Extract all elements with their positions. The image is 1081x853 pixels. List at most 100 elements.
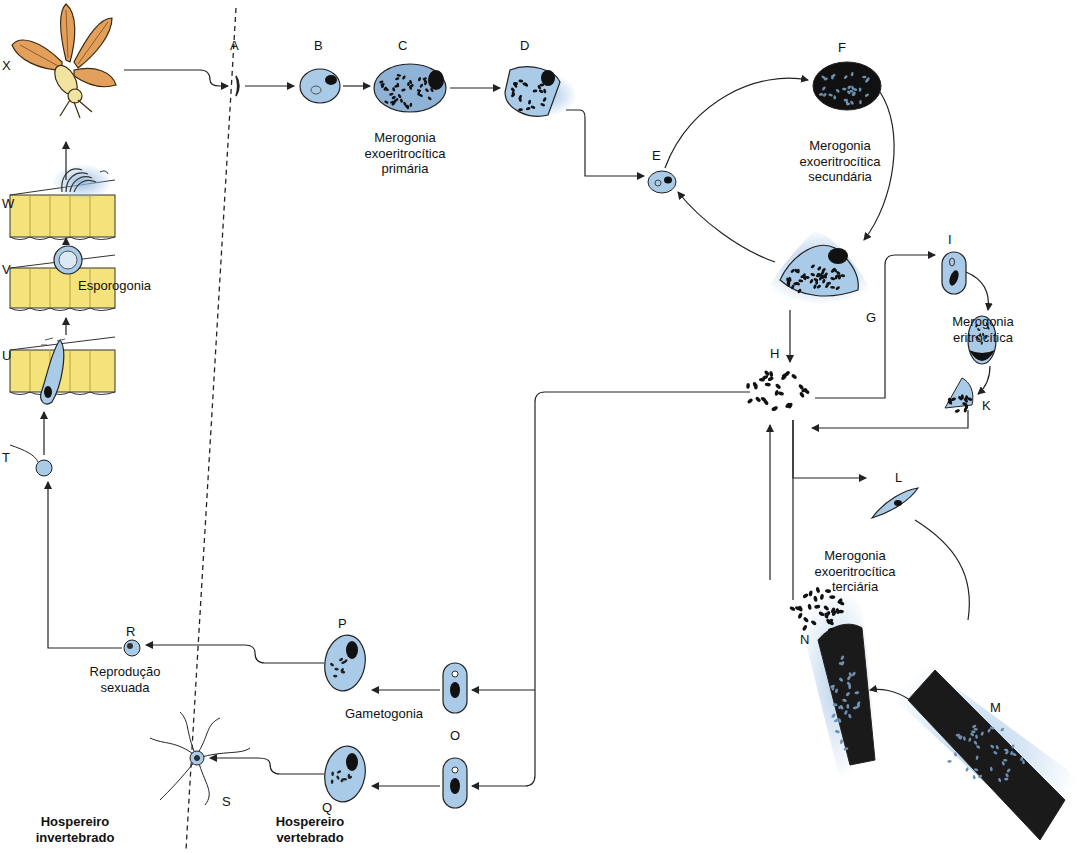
callout-letter: B	[314, 38, 323, 54]
merozoite-dot	[852, 91, 856, 96]
merozoite-dot	[831, 713, 836, 718]
merozoite-dot	[973, 728, 977, 731]
merozoite-dot	[769, 371, 774, 378]
merozoite-dot	[791, 373, 798, 380]
merozoite-dot	[384, 100, 389, 104]
cycle-arrows	[44, 70, 990, 786]
merozoite-dot	[394, 97, 399, 102]
merozoite-dot	[851, 85, 855, 90]
merozoite-dot	[389, 93, 394, 96]
merozoite-dot	[978, 774, 983, 778]
tertiary-meront	[880, 650, 1081, 853]
merozoite-dot	[401, 88, 406, 92]
merozoite-dot	[331, 779, 334, 784]
merozoite-dot	[947, 760, 952, 763]
merozoite-dot	[838, 677, 843, 682]
elongated-merozoite	[872, 488, 918, 518]
nucleus	[894, 500, 902, 506]
callout-letter: W	[2, 196, 14, 212]
merozoite-cell	[648, 171, 676, 193]
merozoite-dot	[341, 661, 346, 665]
stage-name: Merogonia eritrocítica	[928, 314, 1038, 345]
merozoite-dot	[815, 587, 820, 594]
callout-letter: G	[866, 310, 876, 326]
merozoite-dot	[1012, 752, 1017, 756]
merozoite-dot	[830, 607, 836, 614]
merozoite-dot	[962, 402, 968, 407]
host-name: Hospereiro vertebrado	[255, 814, 365, 845]
merozoite-dot	[835, 88, 840, 93]
merozoite-dot	[1005, 773, 1010, 778]
primary-meront	[374, 64, 446, 112]
merozoite-dot	[831, 73, 836, 78]
merozoite-dot	[844, 99, 848, 102]
merozoite-dot	[847, 85, 852, 90]
merozoite-dot	[538, 89, 544, 94]
merozoite-dot	[813, 284, 817, 290]
merozoite-dot	[763, 399, 769, 406]
merozoite-dot	[1000, 727, 1005, 732]
merozoite-dot	[755, 396, 762, 403]
merozoite-dot	[864, 93, 869, 98]
merozoite-dot	[972, 775, 976, 780]
merozoite-dot	[842, 698, 848, 702]
merozoite-dot	[821, 267, 826, 272]
callout-letter: V	[2, 262, 11, 278]
merozoite-dot	[542, 97, 547, 103]
merozoite-dot	[821, 86, 826, 91]
stage-name: Merogonia exoeritrocítica primária	[345, 130, 465, 177]
merozoite-dot	[333, 675, 338, 678]
merozoite-dot	[987, 728, 991, 733]
merozoite-dot	[340, 668, 345, 673]
merozoite-dot	[843, 747, 848, 751]
callout-letter: X	[2, 58, 11, 74]
merozoite-dot	[963, 736, 966, 741]
stage-name: Reprodução sexuada	[80, 664, 170, 695]
merozoite-dot	[798, 279, 803, 283]
bursting-secondary-meront	[760, 230, 880, 305]
merozoite-dot	[788, 276, 792, 281]
merozoite-dot	[993, 750, 998, 755]
merozoite-dot	[419, 83, 424, 88]
callout-letter: O	[450, 728, 460, 744]
merozoite-dot	[845, 691, 850, 696]
merozoite-dot	[837, 718, 841, 723]
merozoite-dot	[830, 684, 835, 688]
merozoite-dot	[400, 98, 404, 103]
merozoite-dot	[850, 100, 855, 105]
merozoite-dot	[772, 405, 779, 411]
oocyst	[54, 246, 82, 274]
merozoite-dot	[964, 395, 968, 401]
merozoite-dot	[418, 93, 423, 97]
merozoite-dot	[957, 395, 963, 401]
merozoite-dot	[862, 76, 866, 79]
callout-letter: Q	[322, 800, 332, 816]
merozoite-dot	[954, 409, 960, 414]
merozoite-dot	[396, 74, 401, 77]
merozoite-dot	[380, 83, 385, 87]
merozoite-dot	[1004, 750, 1009, 755]
merozoite-dot	[789, 606, 796, 612]
merozoite-dot	[968, 737, 972, 742]
merozoite-dot	[409, 84, 414, 89]
merozoite-dot	[833, 703, 838, 706]
callout-letter: T	[2, 450, 10, 466]
merozoite-dot	[853, 706, 858, 710]
merozoite-dot	[747, 398, 754, 404]
callout-letter: H	[770, 346, 779, 362]
merozoite-dot	[798, 605, 803, 612]
merozoite-dot	[775, 383, 782, 390]
callout-letter: L	[895, 470, 902, 486]
merozoite-dot	[802, 624, 808, 631]
merozoite-dot	[848, 672, 853, 678]
merozoite-dot	[525, 106, 531, 110]
merozoite-dot	[830, 286, 835, 289]
merozoite-dot	[808, 590, 813, 597]
merozoite-dot	[329, 662, 334, 667]
merozoite-dot	[846, 103, 851, 106]
sporozoite	[236, 76, 239, 96]
merozoite-dot	[847, 713, 852, 719]
merozoite-dot	[850, 72, 854, 77]
merozoite-dot	[947, 400, 953, 405]
